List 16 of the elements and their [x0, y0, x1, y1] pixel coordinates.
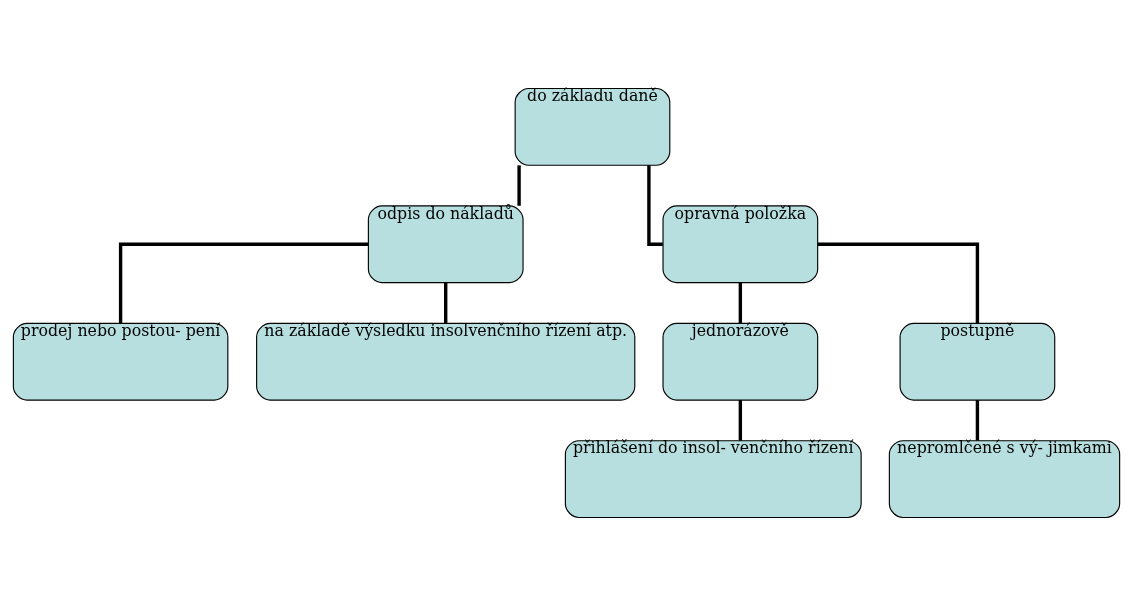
connector — [444, 282, 448, 324]
connector — [817, 242, 980, 324]
node-box: přihlášení do insol- venčního řízení — [564, 440, 862, 519]
connector — [975, 400, 980, 441]
node-box: prodej nebo postou- pení — [12, 322, 229, 401]
node-box: nepromlčené s vý- jimkami — [888, 440, 1121, 519]
connector — [738, 282, 743, 324]
connector — [738, 400, 743, 441]
connector — [118, 242, 369, 324]
node-box: do základu daně — [514, 87, 671, 166]
node-box: odpis do nákladů — [367, 205, 524, 284]
connector — [517, 165, 521, 206]
connector — [647, 165, 663, 246]
node-box: jednorázově — [662, 322, 819, 401]
node-box: opravná položka — [662, 205, 819, 284]
node-box: postupně — [899, 322, 1056, 401]
